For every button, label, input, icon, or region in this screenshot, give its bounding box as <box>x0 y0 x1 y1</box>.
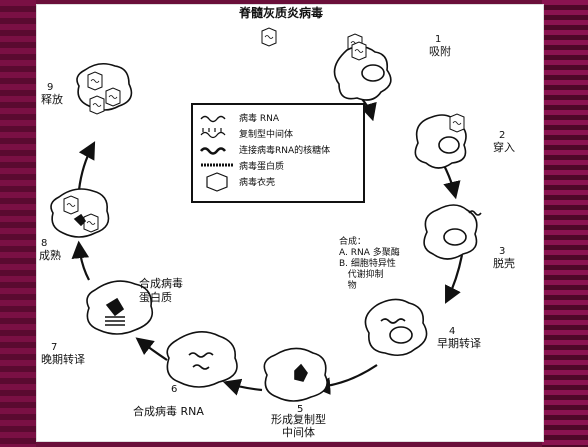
life-cycle-drawing <box>50 27 482 402</box>
viral-rna-symbol <box>200 115 226 123</box>
legend-viral-rna: 病毒 RNA <box>239 114 280 124</box>
cell-step-9 <box>76 62 133 115</box>
step-6-label: 合成病毒 RNA <box>133 405 204 418</box>
legend-viral-protein: 病毒蛋白质 <box>239 162 285 172</box>
cell-step-2 <box>414 113 467 169</box>
free-virus-particles <box>261 27 363 53</box>
step-5-number: 5 <box>297 404 304 415</box>
step-7-label: 晚期转译 <box>41 353 85 366</box>
step-8-number: 8 <box>41 238 48 249</box>
cell-step-5 <box>263 347 328 402</box>
step-3-number: 3 <box>499 246 506 257</box>
step-5-label: 形成复制型 中间体 <box>271 413 326 439</box>
replicative-intermediate-symbol <box>200 128 226 139</box>
step-6-number: 6 <box>171 384 178 395</box>
step-1-label: 吸附 <box>429 45 451 58</box>
arrow-3-4 <box>445 254 464 304</box>
arrow-6-7 <box>135 337 168 361</box>
diagram-slide: 脊髓灰质炎病毒 1 吸附 2 穿入 3 脱壳 4 早期转译 5 形成复制型 中间… <box>36 4 544 442</box>
step-2-label: 穿入 <box>493 141 515 154</box>
legend-capsid: 病毒衣壳 <box>239 178 276 188</box>
arrow-7-8 <box>71 240 90 281</box>
late-translation-note: 合成病毒 蛋白质 <box>139 277 183 304</box>
cell-step-8 <box>50 188 110 238</box>
step-1-number: 1 <box>435 34 442 45</box>
early-translation-note: 合成： A. RNA 多聚酶 B. 细胞特异性 代谢抑制 物 <box>339 237 400 291</box>
left-decorative-border <box>0 0 36 447</box>
step-4-number: 4 <box>449 326 456 337</box>
step-7-number: 7 <box>51 342 58 353</box>
legend-polysome: 连接病毒RNA的核糖体 <box>239 146 331 156</box>
cell-step-3 <box>423 204 482 260</box>
step-9-label: 释放 <box>41 93 63 106</box>
virus-title: 脊髓灰质炎病毒 <box>239 6 324 20</box>
legend-symbols <box>199 115 233 192</box>
step-3-label: 脱壳 <box>493 257 515 270</box>
right-decorative-border <box>542 0 588 447</box>
cell-step-1 <box>333 41 392 101</box>
cell-step-6 <box>166 331 238 388</box>
cell-step-4 <box>364 298 428 357</box>
step-8-label: 成熟 <box>39 249 61 262</box>
polysome-symbol <box>199 147 227 155</box>
cell-step-7 <box>86 280 154 335</box>
legend-box: 病毒 RNA 复制型中间体 连接病毒RNA的核糖体 病毒蛋白质 病毒衣壳 <box>191 103 365 203</box>
arrow-5-6 <box>222 378 263 396</box>
step-9-number: 9 <box>47 82 54 93</box>
capsid-symbol <box>206 172 228 192</box>
step-4-label: 早期转译 <box>437 337 481 350</box>
step-2-number: 2 <box>499 130 506 141</box>
arrow-8-9 <box>77 141 96 191</box>
legend-replicative-intermediate: 复制型中间体 <box>239 130 294 140</box>
